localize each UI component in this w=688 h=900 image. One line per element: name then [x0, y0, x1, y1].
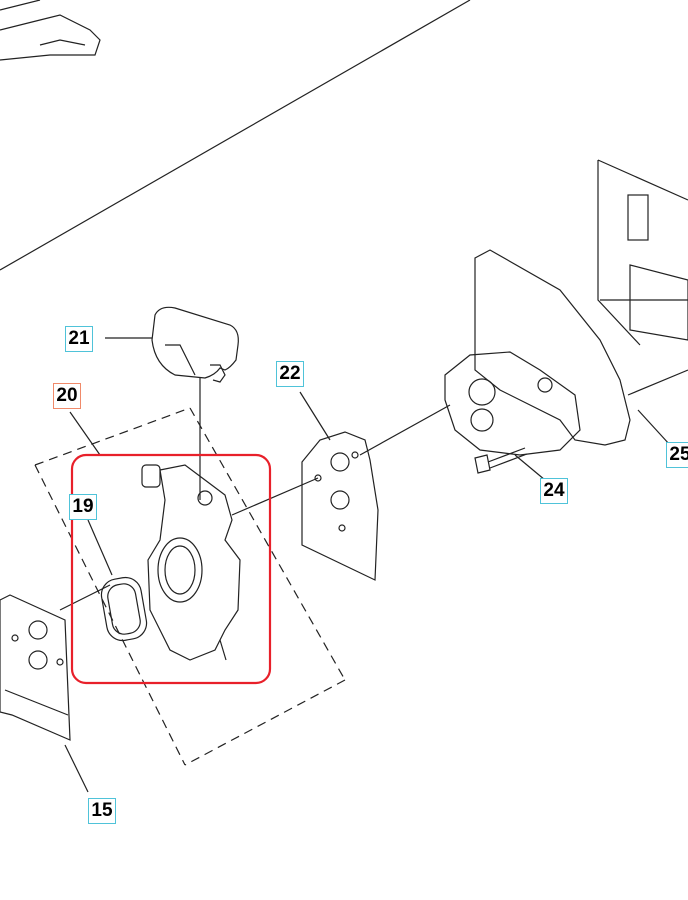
callout-24[interactable]: 24 — [540, 478, 568, 504]
callout-25[interactable]: 25 — [666, 442, 688, 468]
part-19-gasket — [59, 519, 148, 642]
part-carburetor — [141, 464, 241, 661]
part-24-screw — [474, 447, 546, 481]
callout-19[interactable]: 19 — [69, 494, 97, 520]
part-housing — [444, 159, 688, 456]
guide-line — [0, 0, 471, 271]
top-part-fragment — [0, 0, 101, 61]
callout-15[interactable]: 15 — [88, 798, 116, 824]
part-15-plate — [0, 594, 89, 793]
callout-21[interactable]: 21 — [65, 326, 93, 352]
selected-assembly-highlight[interactable] — [70, 453, 272, 685]
callout-22[interactable]: 22 — [276, 361, 304, 387]
part-21-cover — [105, 306, 239, 500]
part-22-gasket — [231, 391, 451, 581]
leader-20 — [69, 411, 101, 456]
assembly-dashed-outline — [34, 407, 346, 766]
callout-20[interactable]: 20 — [53, 383, 81, 409]
